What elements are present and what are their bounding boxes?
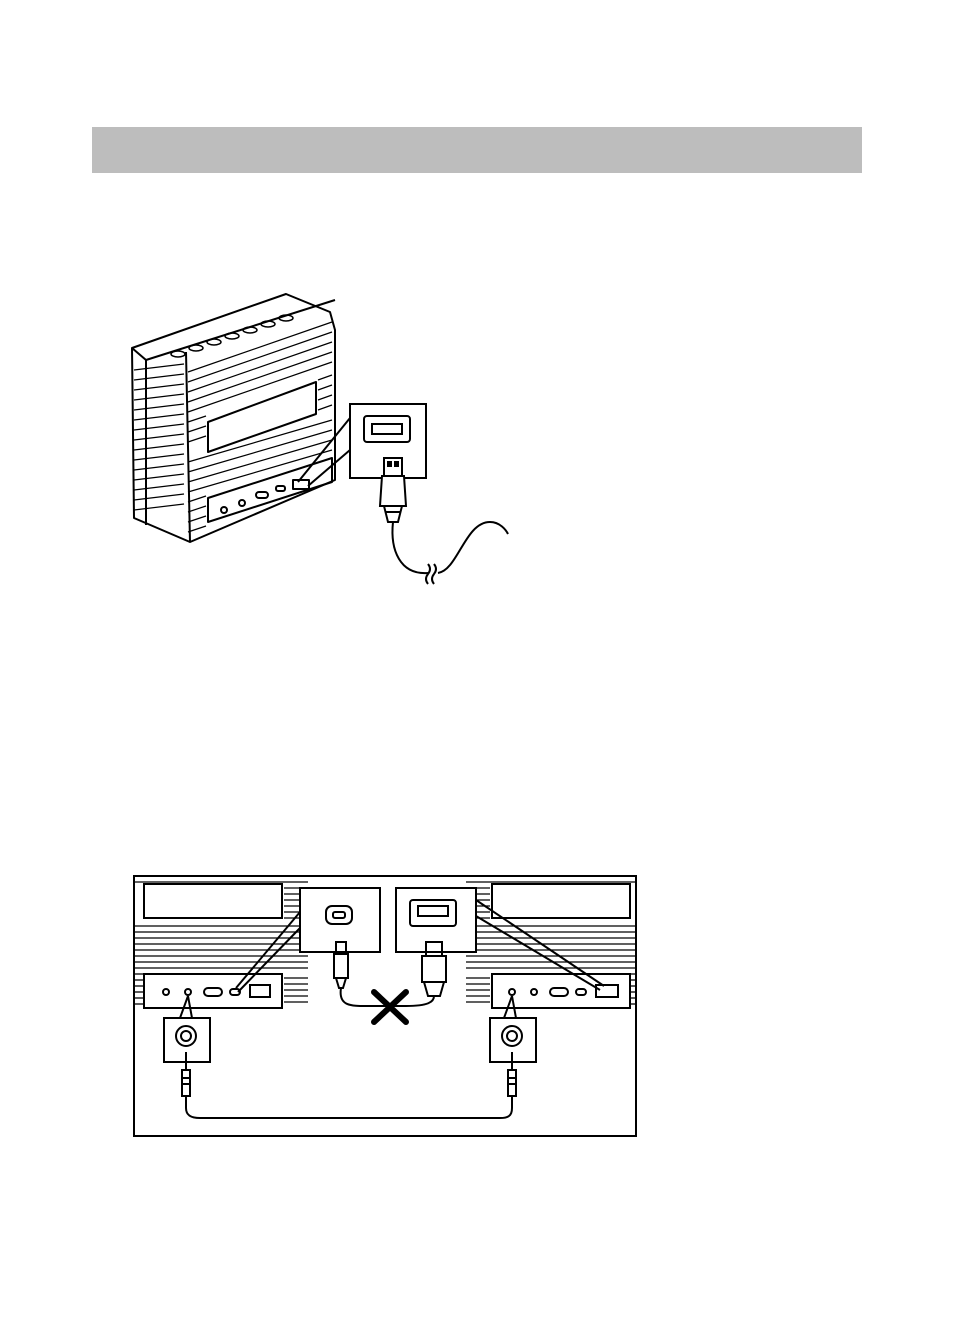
speaker-usb-icon	[120, 290, 520, 590]
section-header-bar	[92, 127, 862, 173]
usb-connection-illustration	[120, 290, 520, 590]
dual-speaker-connection-illustration	[130, 872, 640, 1140]
dual-speaker-cable-icon	[130, 872, 640, 1140]
